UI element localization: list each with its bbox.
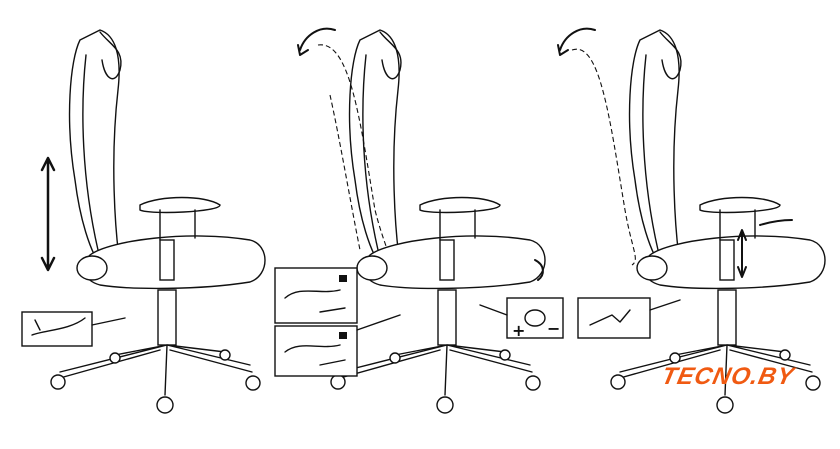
unlock-lever-icon [284, 289, 346, 313]
tension-knob-icon [524, 309, 546, 327]
armrest-height-arrow-icon [737, 229, 747, 278]
chair-figure-2: + − [274, 27, 564, 414]
armrest-rotate-arrow-icon [759, 219, 793, 226]
tilt-arrow-icon [534, 259, 544, 281]
tecno-by-logo: TECNO.BY [659, 363, 797, 390]
chair-figure-1 [21, 29, 266, 414]
chair-figure-3 [557, 27, 826, 414]
recline-arrow-icon-2 [557, 27, 596, 56]
plus-icon: + [512, 321, 525, 340]
unlock-icon [339, 275, 347, 282]
recline-arrow-icon [297, 27, 336, 56]
lock-lever-icon [284, 344, 346, 366]
tilt-lever-icon [589, 309, 631, 326]
height-arrow-icon [40, 156, 56, 272]
lock-icon [339, 332, 347, 339]
tilt-lock-inset-box [577, 297, 651, 339]
minus-icon: − [547, 319, 560, 338]
lever-icon [31, 317, 86, 336]
